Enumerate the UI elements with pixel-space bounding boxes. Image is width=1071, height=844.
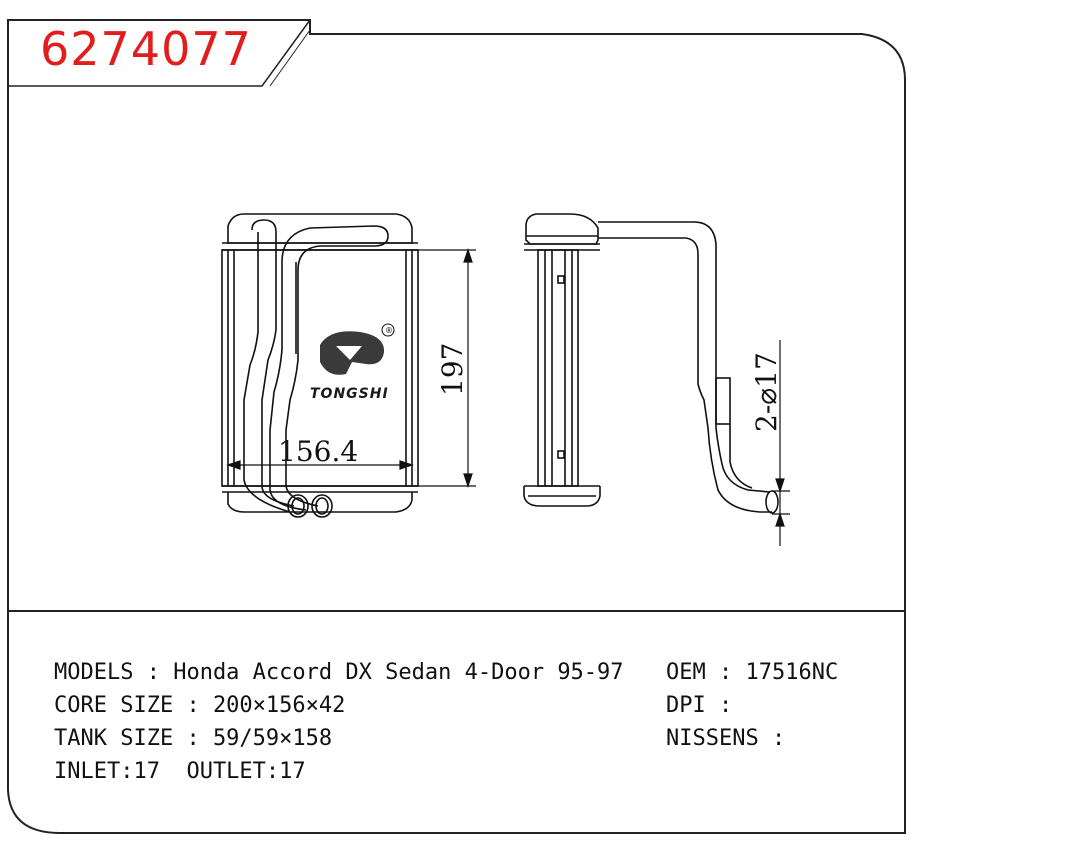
- brand-name: TONGSHI: [310, 386, 389, 402]
- registered-mark: ®: [385, 326, 393, 335]
- pipe-dimension: [772, 340, 790, 546]
- side-view-drawing: [523, 213, 779, 514]
- inlet-outlet-line: INLET:17 OUTLET:17: [54, 759, 306, 784]
- tongshi-logo: ® TONGSHI: [310, 323, 395, 402]
- specs-right: OEM : 17516NC DPI : NISSENS :: [666, 656, 838, 755]
- pipe-dim-label: 2-⌀17: [750, 352, 783, 432]
- nissens-line: NISSENS :: [666, 726, 786, 751]
- core-size-line: CORE SIZE : 200×156×42: [54, 693, 346, 718]
- height-dimension: [418, 248, 476, 488]
- oem-line: OEM : 17516NC: [666, 660, 839, 685]
- front-view-drawing: [221, 213, 419, 518]
- width-dim-label: 156.4: [278, 435, 358, 468]
- specs-left: MODELS : Honda Accord DX Sedan 4-Door 95…: [54, 656, 624, 788]
- width-dimension: [226, 460, 414, 470]
- tank-size-line: TANK SIZE : 59/59×158: [54, 726, 333, 751]
- dpi-line: DPI :: [666, 693, 733, 718]
- part-number: 6274077: [40, 22, 252, 76]
- height-dim-label: 197: [436, 343, 469, 396]
- models-line: MODELS : Honda Accord DX Sedan 4-Door 95…: [54, 660, 624, 685]
